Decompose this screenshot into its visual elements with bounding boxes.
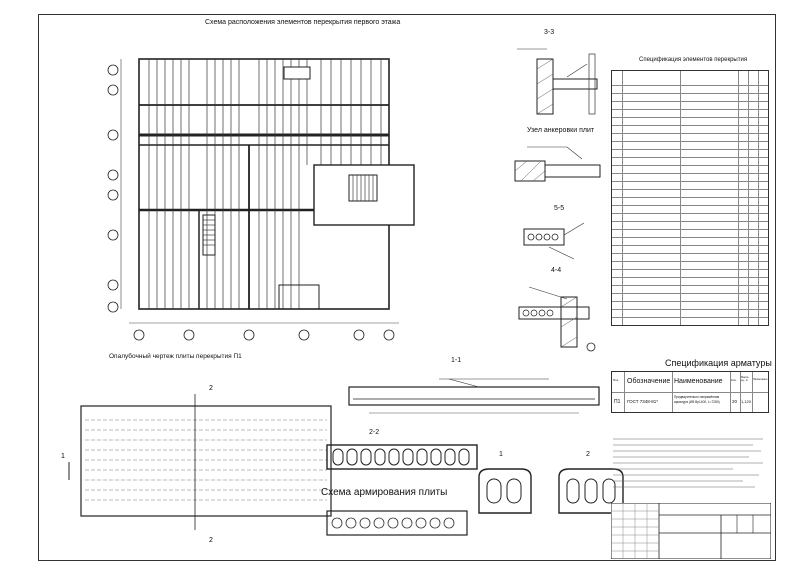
anchor-node-title: Узел анкеровки плит [527, 127, 595, 134]
anchor-node-drawing [514, 146, 601, 182]
rebar-header-designation: Обозначение [627, 378, 671, 385]
spec-elements-table [611, 70, 769, 326]
section-33-drawing [517, 48, 598, 115]
formwork-drawing: 1 2 2 [61, 385, 332, 544]
rebar-cell-name: Предварительно напряжённая арматура (Ø5 … [674, 395, 720, 404]
rebar-cell-designation: ГОСТ 7348-81* [627, 399, 659, 404]
section-44-title: 4-4 [551, 267, 562, 274]
section-11-title: 1-1 [451, 357, 462, 364]
section-11-drawing [348, 378, 600, 414]
title-block [611, 503, 771, 559]
spec-rebar-title: Спецификация арматуры [665, 358, 772, 368]
rebar-header-note: Примечание [753, 378, 768, 381]
section-22-title: 2-2 [369, 429, 380, 436]
detail-2-label: 2 [586, 451, 590, 458]
drawing-sheet: Схема расположения элементов перекрытия … [38, 14, 776, 561]
rebar-cell-mass: 1,120 [741, 399, 752, 404]
rebar-cell-qty: 20 [732, 399, 738, 404]
rebar-header-pos: Поз. [613, 378, 619, 382]
formwork-cut-2-top-label: 2 [209, 385, 213, 392]
section-22-drawing [326, 444, 478, 470]
spec-rebar-table: Поз. Обозначение Наименование Кол. Масса… [611, 371, 769, 413]
rebar-header-name: Наименование [674, 378, 723, 385]
floor-plan-drawing [107, 58, 415, 341]
detail-1-drawing [478, 468, 532, 514]
formwork-title: Опалубочный чертеж плиты перекрытия П1 [109, 353, 242, 360]
rebar-header-qty: Кол. [731, 378, 737, 382]
rebar-cell-pos: П1 [614, 399, 621, 405]
formwork-cut-1-label: 1 [61, 453, 65, 460]
main-plan-title: Схема расположения элементов перекрытия … [205, 19, 401, 26]
section-55-title: 5-5 [554, 205, 565, 212]
formwork-cut-2-bottom-label: 2 [209, 537, 213, 544]
detail-1-label: 1 [499, 451, 503, 458]
rebar-header-mass: Масса ед., кг [741, 376, 749, 382]
section-44-drawing [518, 286, 596, 352]
notes-block [613, 438, 763, 488]
section-55-drawing [523, 222, 585, 260]
section-33-title: 3-3 [544, 29, 555, 36]
reinforcement-drawing [326, 510, 468, 536]
reinforcement-title: Схема армирования плиты [321, 487, 448, 498]
spec-elements-title: Спецификация элементов перекрытия [639, 57, 748, 63]
